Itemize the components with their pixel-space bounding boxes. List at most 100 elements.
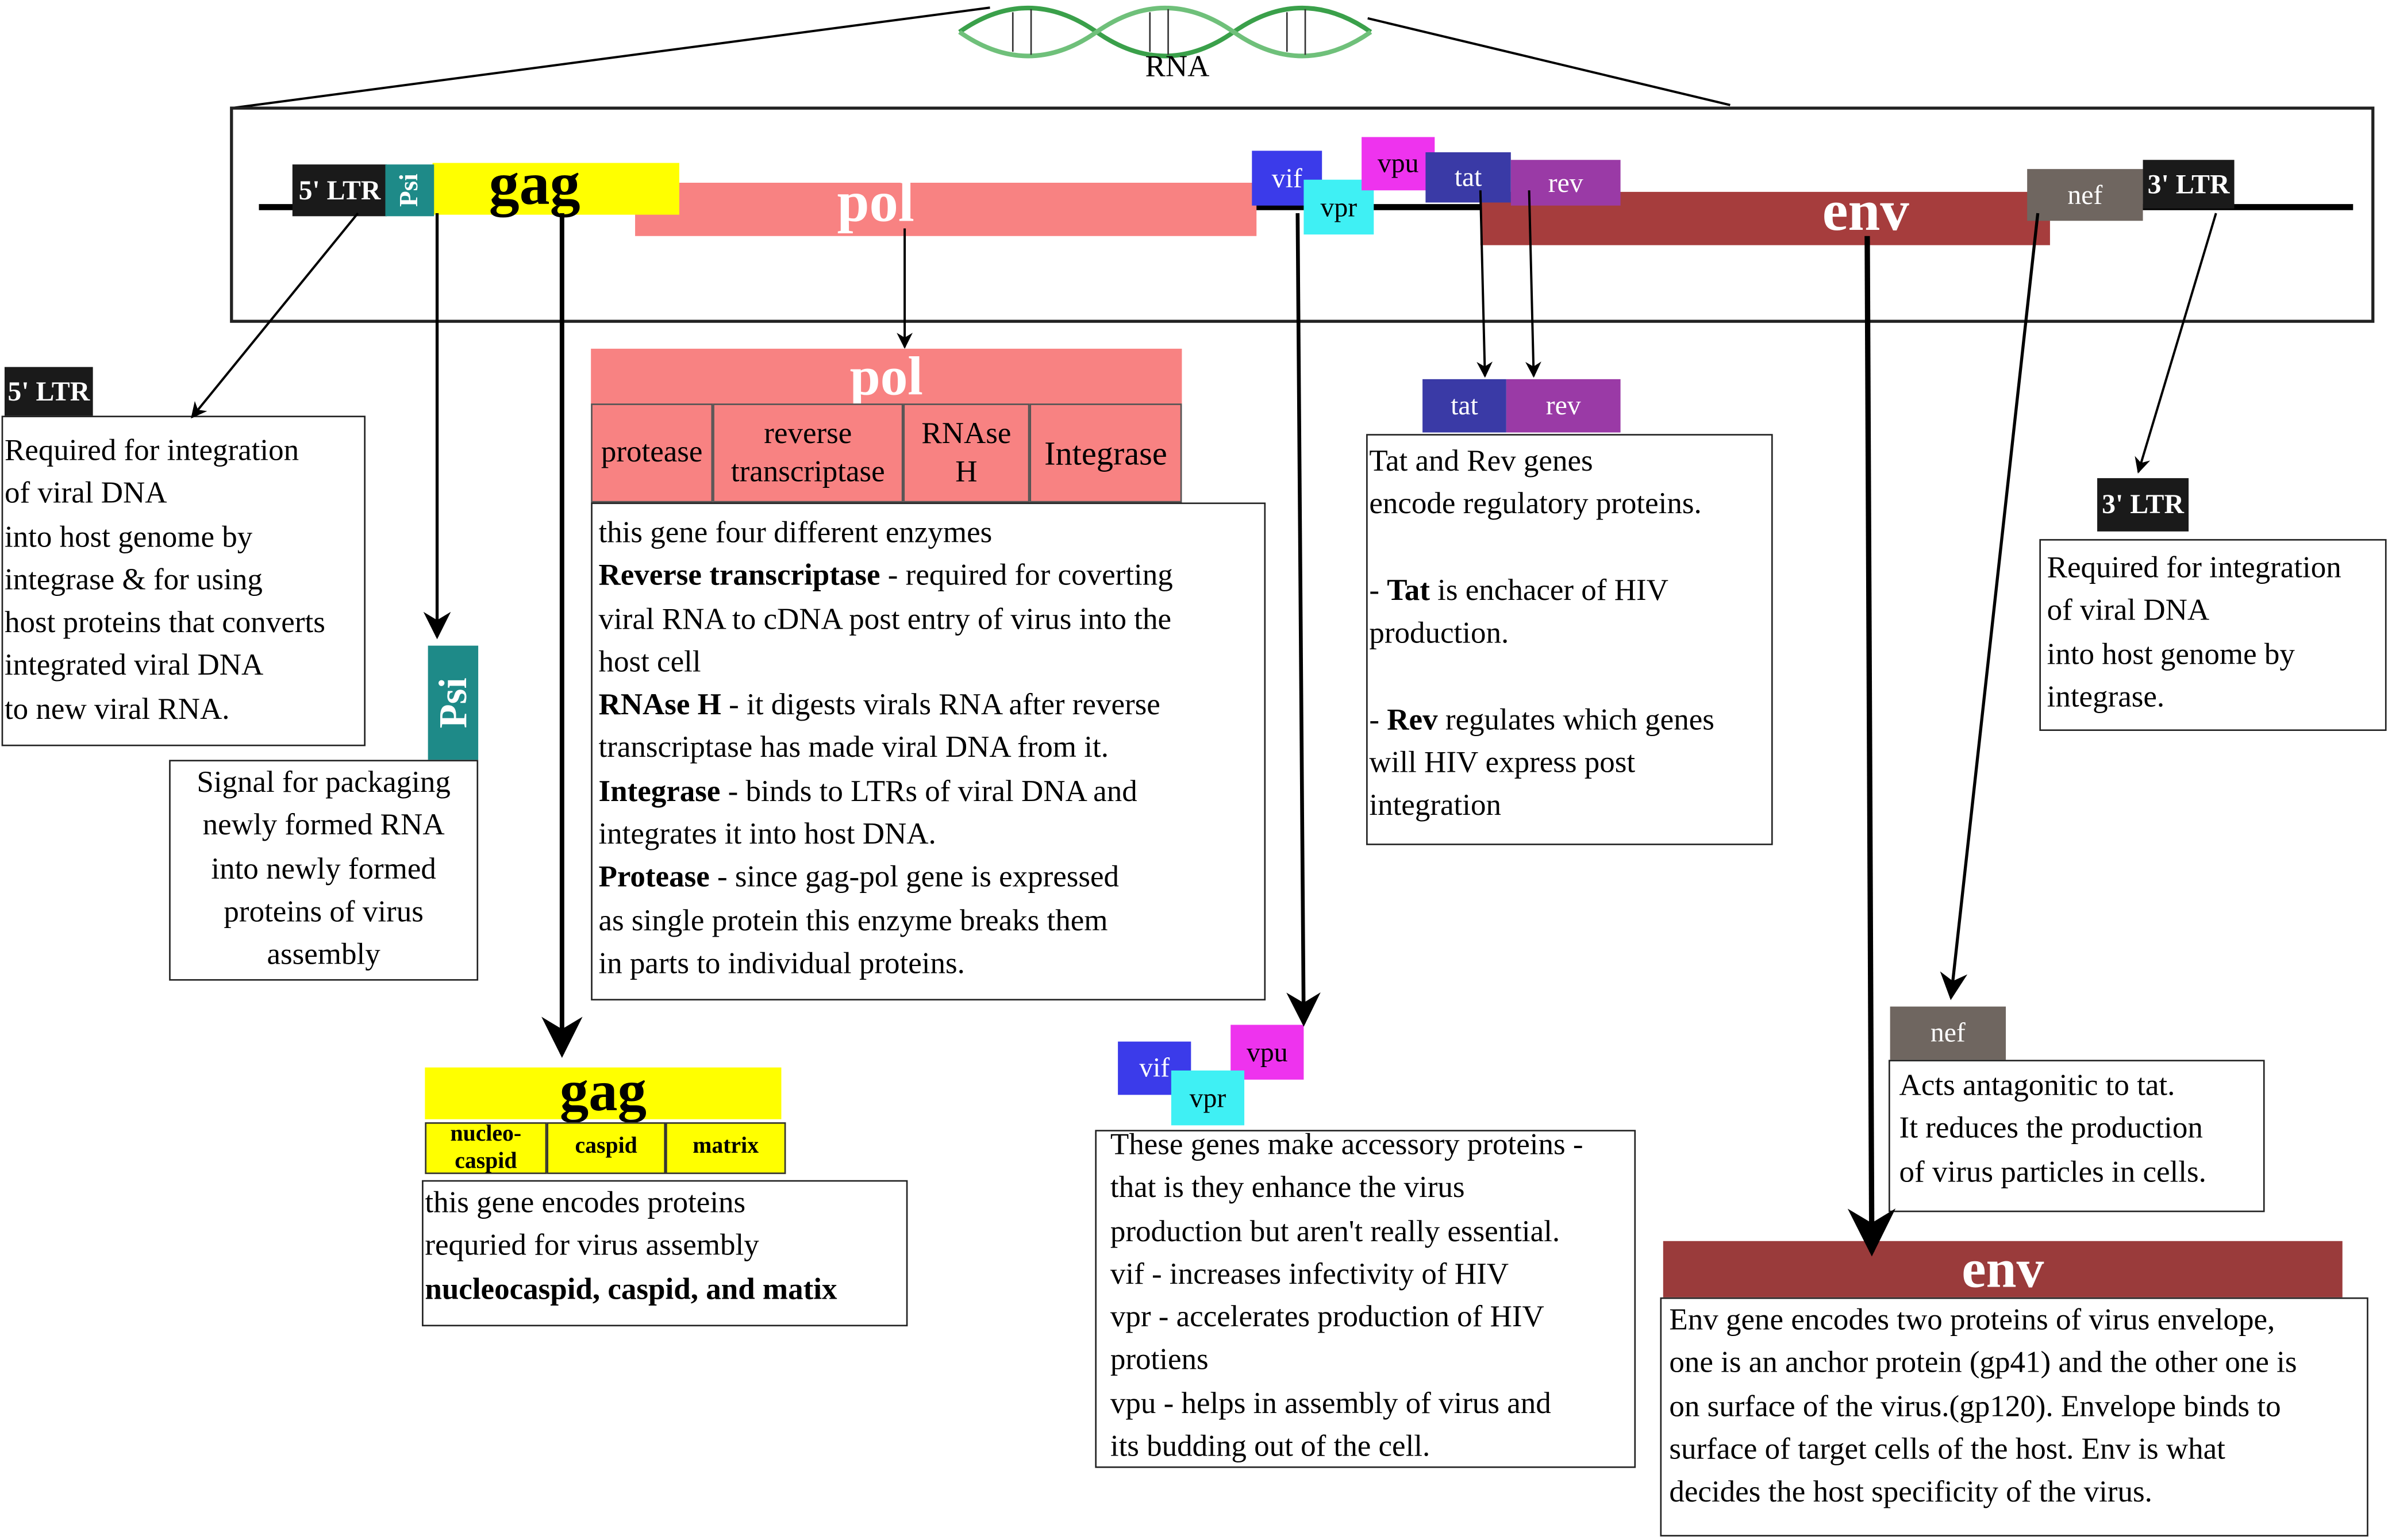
dash: - (1369, 703, 1387, 737)
nef-panel-box (1889, 1060, 2265, 1212)
text-line: into host genome by (2047, 637, 2295, 671)
pol-panel-box (591, 502, 1266, 1001)
text-line: of virus particles in cells. (1899, 1155, 2206, 1189)
arrow-env (1847, 236, 1896, 1257)
enzyme-label: H (955, 455, 978, 488)
text-line: Tat and Rev genes (1369, 444, 1593, 479)
text-line: into host genome by (4, 520, 253, 554)
tatrev-panel-text: Tat and Rev genes encode regulatory prot… (1369, 440, 1714, 828)
text-line: Protease - since gag-pol gene is express… (598, 856, 1172, 899)
text-line: one is an anchor protein (gp41) and the … (1669, 1346, 2297, 1380)
env-panel-title: env (1663, 1239, 2343, 1298)
text-line: its budding out of the cell. (1110, 1430, 1431, 1464)
text-line: Integrase - binds to LTRs of viral DNA a… (598, 770, 1172, 813)
rt-heading: Reverse transcriptase (598, 559, 880, 593)
text-line: decides the host specificity of the viru… (1669, 1476, 2152, 1510)
text-line: assembly (267, 938, 380, 972)
text-line: encode regulatory proteins. (1369, 487, 1702, 522)
zoom-line-left (231, 6, 990, 110)
tat-heading: Tat (1387, 573, 1430, 608)
text-line: vpu - helps in assembly of virus and (1110, 1387, 1551, 1420)
pol-bar-label: pol (837, 170, 914, 235)
text-line: to new viral RNA. (4, 692, 230, 726)
text-line: integrated viral DNA (4, 649, 264, 683)
text-line: vif - increases infectivity of HIV (1110, 1257, 1509, 1291)
nef-panel-text: Acts antagonitic to tat. It reduces the … (1899, 1064, 2206, 1194)
text-line: - Tat is enchacer of HIV (1369, 569, 1714, 613)
tatrev-tat: tat (1422, 379, 1506, 433)
psi-panel-title: Psi (428, 645, 479, 760)
arrow-ltr5 (191, 212, 359, 419)
text-line: integrase & for using (4, 563, 263, 597)
gag-panel-text: this gene encodes proteins requried for … (425, 1181, 837, 1311)
arrow-rev (1525, 190, 1541, 378)
text-line: Env gene encodes two proteins of virus e… (1669, 1303, 2275, 1337)
env-panel-box (1660, 1297, 2368, 1537)
ltr5-panel-title: 5' LTR (4, 367, 93, 416)
psi-panel-text: Signal for packaging newly formed RNA in… (169, 761, 478, 977)
text-line: integration (1369, 789, 1501, 823)
ltr3-panel-box (2039, 539, 2387, 731)
env-bar-label: env (1822, 179, 1909, 244)
text-line: surface of target cells of the host. Env… (1669, 1433, 2225, 1466)
zoom-line-right (1367, 17, 1731, 106)
enzyme-protease: protease (591, 403, 713, 503)
arrow-ltr3 (2135, 213, 2217, 474)
gag-sub-label: caspid (455, 1149, 517, 1173)
ltr5-bar: 5' LTR (292, 164, 387, 217)
tatrev-panel-box (1366, 434, 1773, 845)
ltr3-panel-title: 3' LTR (2097, 478, 2189, 532)
text-line: Acts antagonitic to tat. (1899, 1069, 2175, 1103)
text-line: of viral DNA (2047, 594, 2210, 628)
gag-panel-box (422, 1180, 908, 1327)
genome-box (230, 106, 2375, 323)
text-line: - Rev regulates which genes (1369, 699, 1714, 742)
integrase-desc: - binds to LTRs of viral DNA and (720, 775, 1137, 808)
protease-desc: - since gag-pol gene is expressed (709, 861, 1120, 895)
rev-desc: regulates which genes (1437, 703, 1714, 737)
pol-panel-title: pol (591, 346, 1182, 405)
text-line: host cell (598, 645, 701, 679)
vpu-bar: vpu (1362, 137, 1435, 191)
text-line: into newly formed (211, 852, 436, 886)
text-line: Reverse transcriptase - required for cov… (598, 555, 1172, 598)
rt-desc: - required for coverting (880, 559, 1173, 593)
psi-panel-box (169, 760, 479, 981)
accessory-vpr: vpr (1171, 1070, 1245, 1126)
enzyme-label: RNAse (921, 416, 1012, 451)
integrase-heading: Integrase (598, 775, 721, 808)
text-line: RNAse H - it digests virals RNA after re… (598, 684, 1172, 727)
text-line: These genes make accessory proteins - (1110, 1128, 1583, 1162)
ltr5-panel-text: Required for integration of viral DNA in… (5, 429, 325, 731)
gag-sub-label: nucleo- (450, 1121, 522, 1146)
tatrev-rev: rev (1506, 379, 1621, 433)
gag-bar (432, 163, 679, 215)
text-line: this gene four different enzymes (598, 516, 993, 550)
text-line: proteins of virus (224, 895, 424, 929)
tat-desc: is enchacer of HIV (1429, 573, 1668, 608)
text-line: in parts to individual proteins. (598, 947, 965, 981)
gag-caspid: caspid (547, 1122, 666, 1175)
arrow-nef (1940, 213, 2040, 1000)
text-line: Required for integration (4, 434, 299, 468)
text-line: transcriptase has made viral DNA from it… (598, 732, 1109, 765)
enzyme-reverse-transcriptase: reverse transcriptase (713, 403, 903, 503)
text-line: newly formed RNA (202, 808, 445, 843)
pol-bar (635, 183, 1257, 236)
text-line: host proteins that converts (4, 606, 325, 640)
gag-nucleocaspid: nucleo- caspid (425, 1121, 547, 1175)
protease-heading: Protease (598, 861, 710, 895)
text-line: on surface of the virus.(gp120). Envelop… (1669, 1389, 2281, 1423)
text-line: requried for virus assembly (425, 1229, 759, 1263)
text-line: that is they enhance the virus (1110, 1171, 1465, 1205)
enzyme-label: transcriptase (730, 455, 885, 488)
psi-bar: Psi (385, 164, 434, 217)
dash: - (1369, 573, 1387, 608)
text-line: vpr - accelerates production of HIV (1110, 1300, 1544, 1334)
rna-helix-icon (958, 6, 1372, 59)
env-panel-text: Env gene encodes two proteins of virus e… (1669, 1299, 2297, 1514)
nef-bar: nef (2027, 169, 2143, 221)
rnase-heading: RNAse H (598, 688, 721, 722)
text-line: viral RNA to cDNA post entry of virus in… (598, 602, 1172, 636)
